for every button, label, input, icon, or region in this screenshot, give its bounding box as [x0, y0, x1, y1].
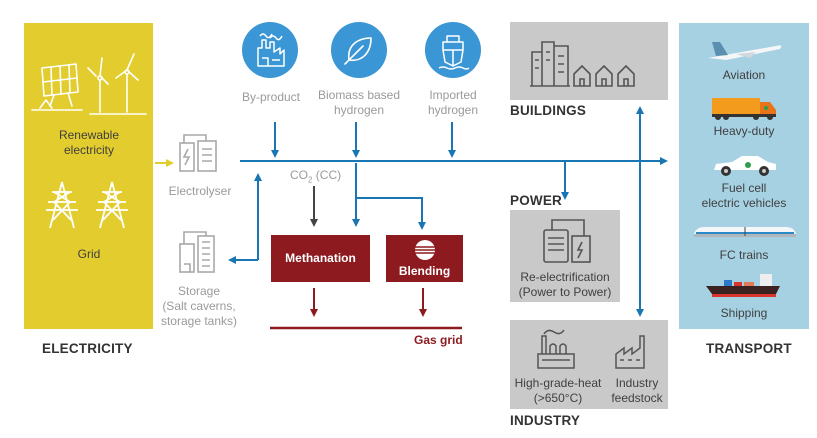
leaf-icon [344, 37, 372, 65]
industry-feedstock-icon [615, 335, 645, 369]
feedstock-line-1: Industry [615, 376, 659, 390]
power-line-2: (Power to Power) [518, 285, 612, 299]
heat-plant-icon [537, 329, 575, 369]
buildings-icon [530, 41, 635, 87]
truck-icon [712, 98, 776, 120]
by-product-circle [242, 22, 298, 78]
heat-line-1: High-grade-heat [514, 376, 602, 390]
airplane-icon [708, 42, 782, 60]
power-label: Re-electrification (Power to Power) [510, 270, 620, 300]
buildings-box [510, 22, 668, 100]
solar-wind-icon [31, 53, 147, 115]
feedstock-line-2: feedstock [611, 391, 663, 405]
to-blending-arrow [356, 197, 426, 230]
electrolyser-icon [179, 134, 217, 172]
renewable-line-2: electricity [63, 143, 114, 157]
heat-label: High-grade-heat (>650°C) [510, 376, 606, 406]
electrolyser-label: Electrolyser [168, 184, 232, 198]
storage-line-2: (Salt caverns, [162, 299, 236, 313]
by-product-label: By-product [241, 90, 301, 104]
renewable-electricity-label: Renewable electricity [30, 128, 148, 158]
blending-box: Blending [386, 235, 463, 282]
grid-label: Grid [77, 247, 101, 261]
co2-text: CO [290, 168, 308, 182]
ship-icon [438, 35, 470, 70]
cargo-ship-icon [706, 274, 780, 297]
imported-line-1: Imported [429, 88, 477, 102]
methanation-box: Methanation [271, 235, 370, 282]
reelectrification-icon [543, 219, 591, 263]
imported-label: Imported hydrogen [408, 88, 498, 118]
factory-icon [257, 33, 285, 67]
transport-title: TRANSPORT [706, 341, 792, 356]
fcev-line-2: electric vehicles [701, 196, 787, 210]
transport-label-fcev: Fuel cell electric vehicles [679, 181, 809, 211]
power-line-1: Re-electrification [520, 270, 610, 284]
electricity-title: ELECTRICITY [42, 341, 133, 356]
co2-subscript: 2 [308, 175, 313, 185]
gas-flows [270, 288, 462, 330]
storage-line-3: storage tanks) [160, 314, 238, 328]
imported-line-2: hydrogen [427, 103, 479, 117]
storage-line-1: Storage [177, 284, 221, 298]
transport-label-aviation: Aviation [722, 68, 766, 82]
fcev-line-1: Fuel cell [721, 181, 767, 195]
biomass-line-1: Biomass based [317, 88, 401, 102]
power-title: POWER [510, 193, 563, 208]
imported-circle [425, 22, 481, 78]
industry-box: High-grade-heat (>650°C) Industry feedst… [510, 320, 668, 409]
industry-title: INDUSTRY [510, 413, 581, 428]
transport-label-trains: FC trains [719, 248, 769, 262]
renewable-line-1: Renewable [58, 128, 120, 142]
transport-label-shipping: Shipping [720, 306, 768, 320]
heat-line-2: (>650°C) [533, 391, 583, 405]
blending-icon [415, 240, 435, 260]
buildings-title: BUILDINGS [510, 103, 587, 118]
car-icon [714, 156, 776, 176]
storage-tank-icon [179, 231, 215, 273]
biomass-label: Biomass based hydrogen [304, 88, 414, 118]
pylon-icon [46, 181, 128, 229]
train-icon [694, 227, 796, 237]
transport-panel [679, 23, 809, 329]
biomass-circle [331, 22, 387, 78]
feedstock-label: Industry feedstock [606, 376, 668, 406]
co2-label: CO2 (CC) [290, 168, 341, 187]
co2-suffix: (CC) [312, 168, 342, 182]
gas-grid-label: Gas grid [414, 333, 463, 347]
transport-label-heavy-duty: Heavy-duty [713, 124, 775, 138]
storage-label: Storage (Salt caverns, storage tanks) [154, 284, 244, 329]
power-box: Re-electrification (Power to Power) [510, 210, 620, 302]
blending-label: Blending [398, 264, 451, 278]
biomass-line-2: hydrogen [333, 103, 385, 117]
